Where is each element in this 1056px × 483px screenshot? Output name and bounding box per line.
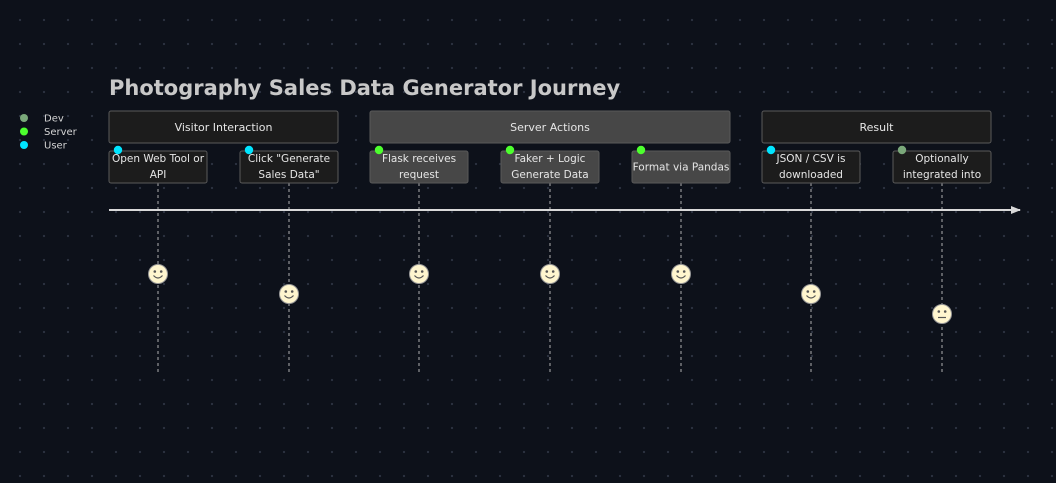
section-box-3 (761, 110, 992, 144)
task-label-line: Sales Data" (258, 169, 319, 181)
face-circle (932, 304, 952, 324)
legend-dot-server (20, 127, 28, 136)
happy-face-icon (540, 264, 560, 284)
face-eye-right (682, 270, 686, 273)
face-mouth (806, 295, 816, 299)
task-label-line: Open Web Tool or (112, 153, 205, 165)
task-label-line: JSON / CSV is (776, 153, 846, 165)
score-faces (148, 264, 952, 324)
section-box-1 (108, 110, 339, 144)
task-card-1: Open Web Tool or API (108, 145, 208, 184)
task-box (761, 150, 861, 184)
tasks: Open Web Tool or API Click "GenerateSales … (108, 145, 992, 184)
face-eye-right (551, 270, 555, 273)
task-box (892, 150, 992, 184)
section-box-2 (369, 110, 731, 144)
task-box (108, 150, 208, 184)
face-mouth (153, 275, 163, 279)
task-label-line: API (150, 169, 167, 181)
face-mouth (676, 275, 686, 279)
face-eye-left (153, 270, 157, 273)
face-eye-right (159, 270, 163, 273)
neutral-face-icon (932, 304, 952, 324)
task-box (369, 150, 469, 184)
task-label-line: downloaded (779, 169, 843, 181)
task-card-7: Optionally integrated into (892, 145, 992, 184)
diagram-title: Photography Sales Data Generator Journey (109, 76, 621, 100)
legend-label-dev: Dev (44, 114, 64, 125)
sections: Visitor Interaction Server Actions Result (108, 110, 992, 144)
task-label-line: Click "Generate (248, 153, 330, 165)
face-eye-left (806, 290, 810, 293)
face-eye-right (943, 310, 947, 313)
face-eye-left (414, 270, 418, 273)
happy-face-icon (671, 264, 691, 284)
face-eye-right (812, 290, 816, 293)
actor-dot (897, 145, 907, 155)
face-circle (279, 284, 299, 304)
actor-dot (374, 145, 384, 155)
face-mouth (545, 275, 555, 279)
face-eye-left (676, 270, 680, 273)
section-label-1: Visitor Interaction (175, 121, 273, 134)
actor-dot (766, 145, 776, 155)
actor-dot (636, 145, 646, 155)
face-mouth (284, 295, 294, 299)
actor-dot (244, 145, 254, 155)
face-circle (801, 284, 821, 304)
task-box (631, 150, 731, 184)
face-circle (409, 264, 429, 284)
face-eye-right (290, 290, 294, 293)
face-circle (540, 264, 560, 284)
legend-dot-dev (20, 114, 28, 122)
task-card-5: Format via Pandas (631, 145, 731, 184)
face-eye-left (545, 270, 549, 273)
happy-face-icon (409, 264, 429, 284)
legend-dot-user (20, 141, 28, 149)
task-card-3: Flask receives request (369, 145, 469, 184)
task-box (239, 150, 339, 184)
happy-face-icon (148, 264, 168, 284)
face-circle (671, 264, 691, 284)
legend-label-user: User (44, 141, 68, 152)
happy-face-icon (279, 284, 299, 304)
face-circle (148, 264, 168, 284)
section-label-3: Result (860, 121, 895, 134)
task-card-6: JSON / CSV is downloaded (761, 145, 861, 184)
task-label-line: Optionally (915, 153, 969, 165)
face-mouth (414, 275, 424, 279)
task-box (500, 150, 600, 184)
actor-dot (505, 145, 515, 155)
section-label-2: Server Actions (510, 121, 590, 134)
task-label-line: Format via Pandas (633, 162, 730, 174)
face-eye-right (420, 270, 424, 273)
face-eye-left (284, 290, 288, 293)
task-label-line: Faker + Logic (515, 153, 586, 165)
task-label-line: request (399, 169, 439, 181)
actor-dot (113, 145, 123, 155)
face-eye-left (937, 310, 941, 313)
legend-label-server: Server (44, 127, 78, 138)
task-guide-lines (157, 183, 943, 372)
task-label-line: integrated into (903, 169, 981, 181)
happy-face-icon (801, 284, 821, 304)
task-label-line: Generate Data (511, 169, 588, 181)
task-label-line: Flask receives (382, 153, 456, 165)
